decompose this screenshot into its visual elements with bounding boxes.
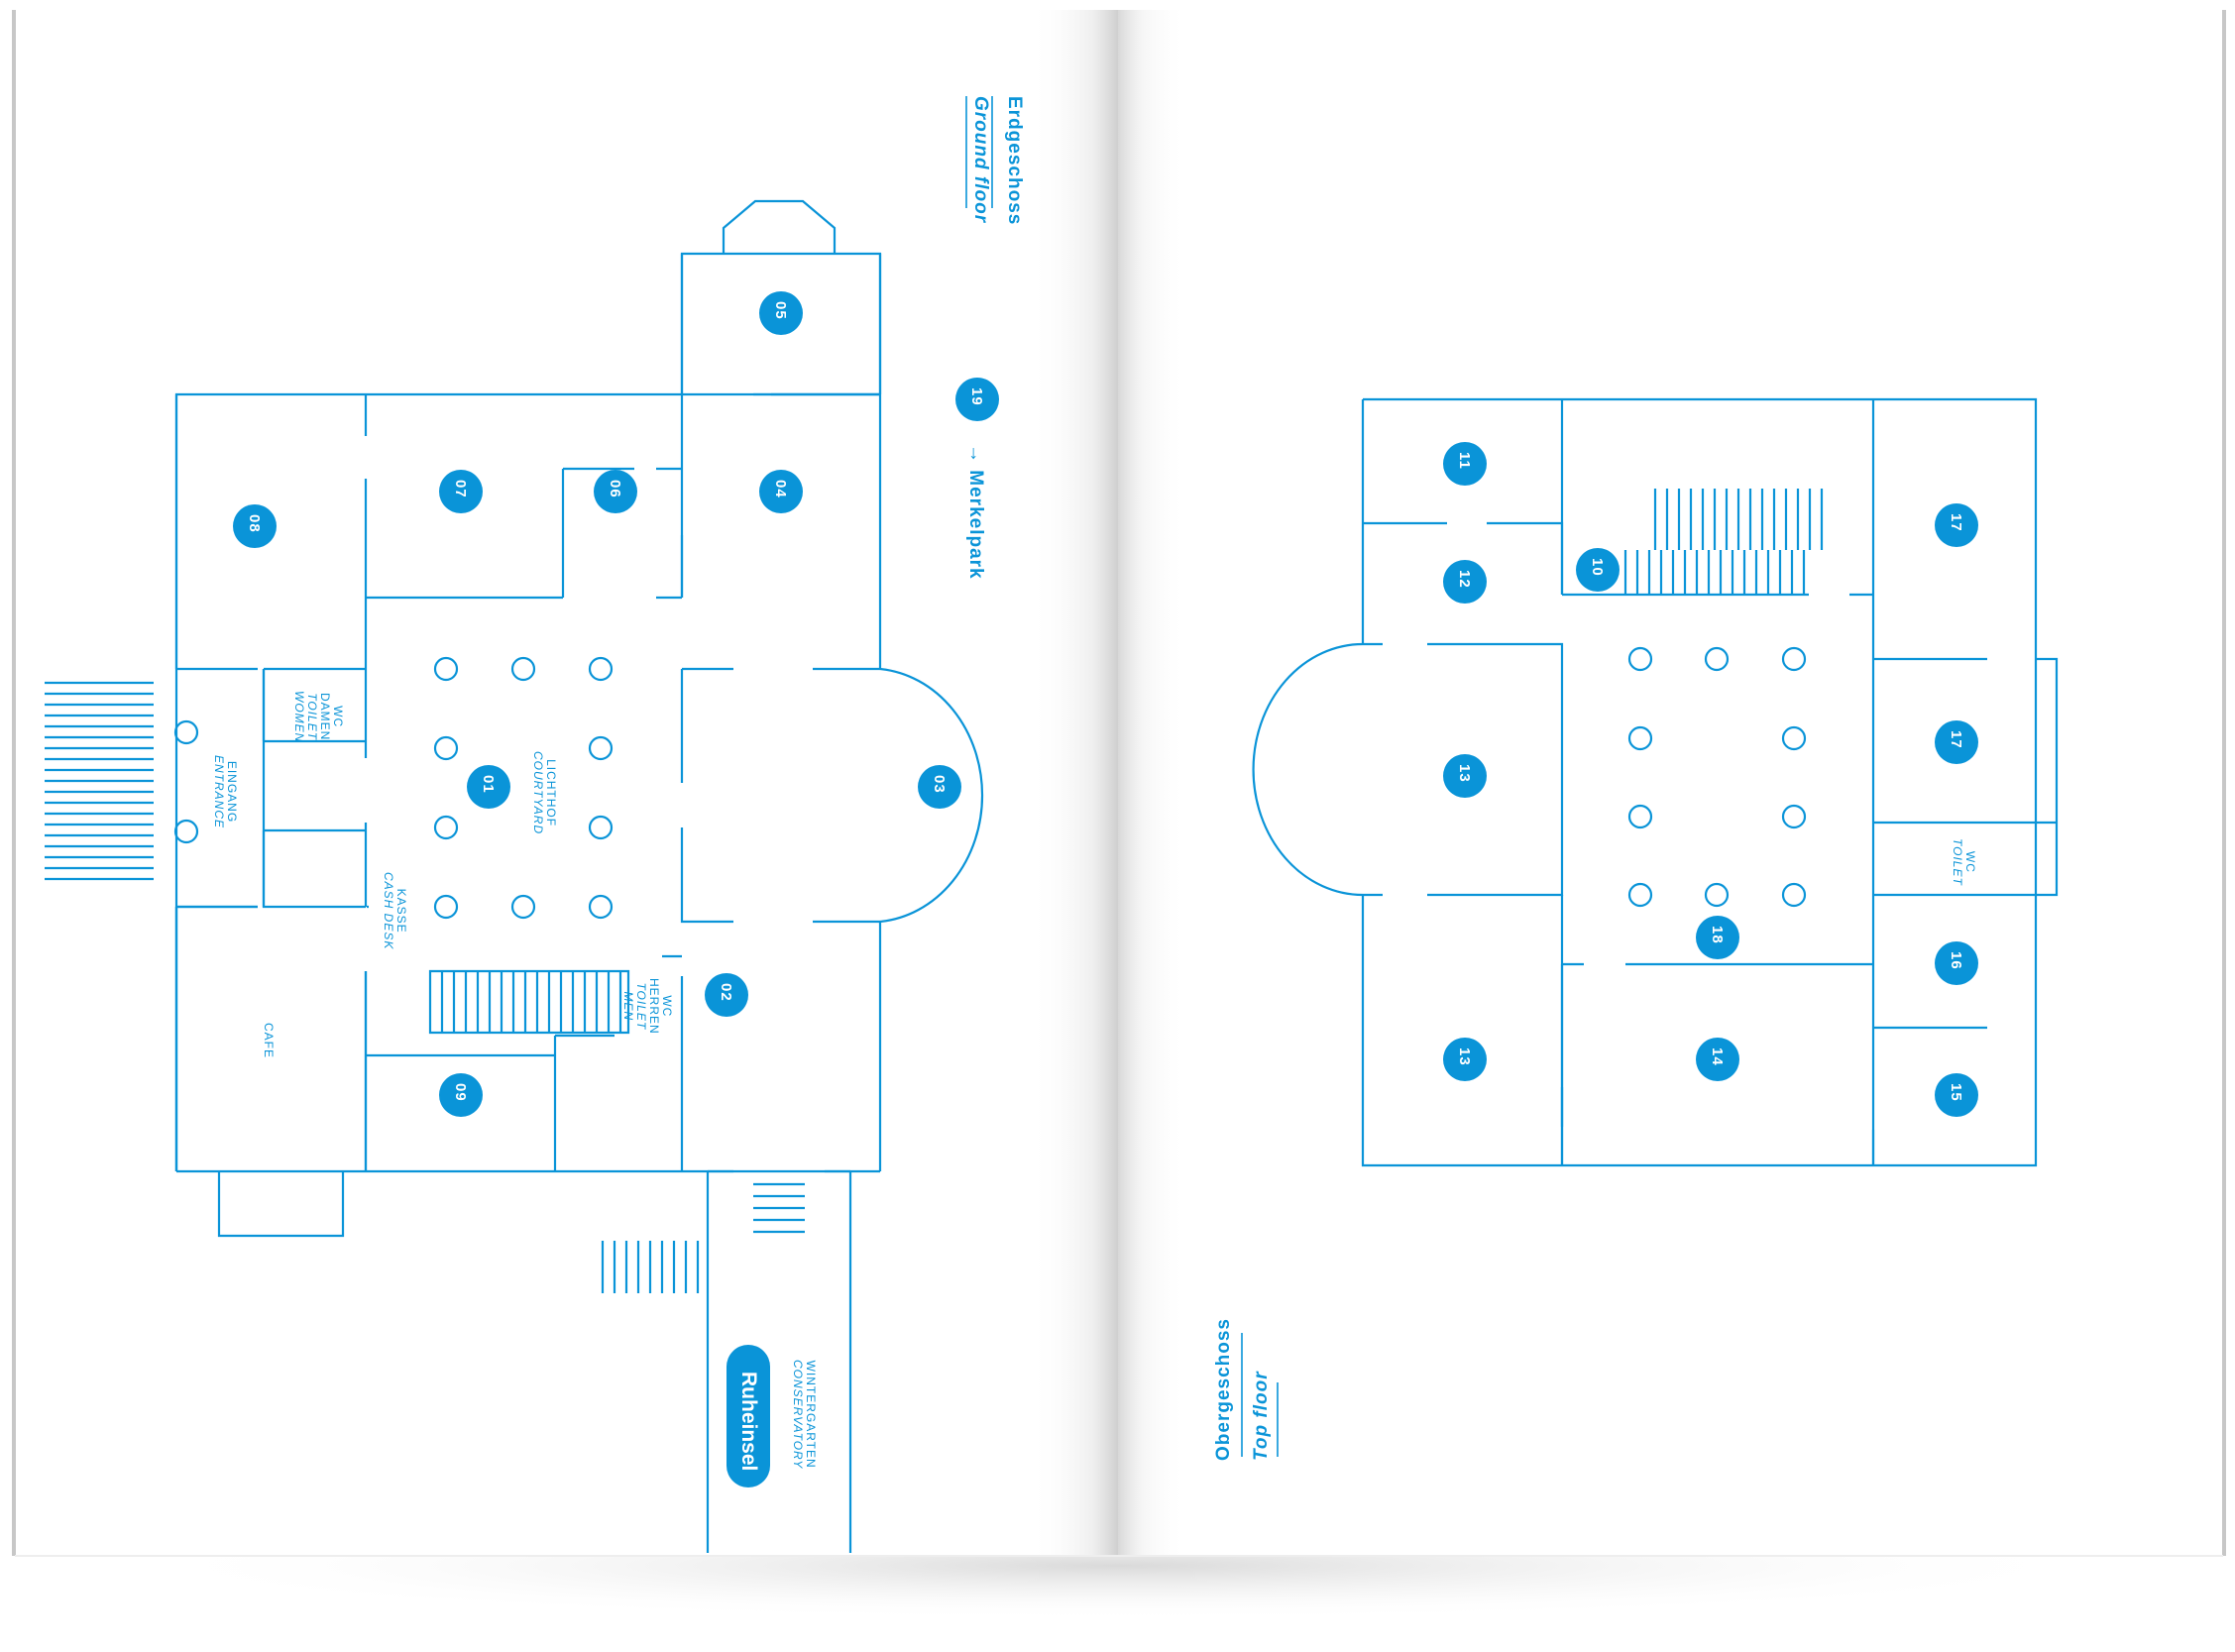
- room-marker-14: [1696, 1038, 1739, 1081]
- room-number: 15: [1948, 1083, 1964, 1102]
- room-number: 09: [452, 1083, 469, 1102]
- room-number: 08: [246, 514, 263, 533]
- entrance-label: EINGANG ENTRANCE: [212, 755, 239, 829]
- room-number: 04: [772, 480, 789, 498]
- entrance-stairs: [45, 681, 154, 881]
- conservatory-stairs: [601, 1182, 805, 1293]
- conservatory-line: CONSERVATORY: [791, 1360, 805, 1470]
- cash-desk-label: KASSE CASH DESK: [382, 872, 408, 950]
- room-number: 03: [931, 775, 948, 794]
- top-floor-title-de: Obergeschoss: [1213, 1318, 1234, 1461]
- courtyard-line: LICHTHOF: [544, 759, 558, 827]
- room-marker-17b: [1935, 720, 1978, 764]
- room-marker-18: [1696, 916, 1739, 959]
- conservatory-line: WINTERGARTEN: [804, 1360, 818, 1469]
- room-marker-09: [439, 1073, 483, 1117]
- top-wc-line: WC: [1963, 850, 1977, 873]
- room-number: 17: [1948, 730, 1964, 749]
- wc-women-line: TOILET: [305, 693, 319, 741]
- top-wc-line: TOILET: [1951, 838, 1964, 886]
- top-wc-label: WC TOILET: [1951, 838, 1977, 886]
- cash-desk-line: KASSE: [394, 888, 408, 934]
- conservatory-label: WINTERGARTEN CONSERVATORY: [791, 1360, 818, 1470]
- room-number: 18: [1709, 926, 1726, 944]
- ground-floor-title-de: Erdgeschoss: [1004, 96, 1025, 226]
- wc-men-line: MEN: [621, 991, 635, 1022]
- courtyard-label: LICHTHOF COURTYARD: [531, 751, 558, 835]
- room-marker-10: [1576, 548, 1620, 592]
- room-marker-11: [1443, 442, 1487, 486]
- room-number: 14: [1709, 1047, 1726, 1066]
- room-number: 13: [1456, 764, 1473, 783]
- room-number: 16: [1948, 951, 1964, 970]
- room-number: 13: [1456, 1047, 1473, 1066]
- room-marker-01: [467, 765, 510, 809]
- top-floor-title-en: Top floor: [1251, 1371, 1272, 1461]
- room-number: 11: [1456, 452, 1473, 470]
- room-marker-13a: [1443, 754, 1487, 798]
- room-marker-13b: [1443, 1038, 1487, 1081]
- wc-women-line: WOMEN: [292, 691, 306, 743]
- room-number: 02: [718, 983, 734, 1002]
- room-marker-17a: [1935, 503, 1978, 547]
- room-number: 17: [1948, 513, 1964, 532]
- room-marker-03: [918, 765, 961, 809]
- wc-men-line: WC: [660, 995, 674, 1018]
- merkelpark-marker: [955, 378, 999, 421]
- cash-desk-line: CASH DESK: [382, 872, 395, 950]
- room-number: 06: [607, 480, 623, 498]
- room-marker-12: [1443, 560, 1487, 604]
- ground-floor-title-en: Ground floor: [970, 96, 991, 224]
- room-number: 01: [480, 775, 497, 794]
- ground-stairs: [428, 969, 630, 1035]
- courtyard-line: COURTYARD: [531, 751, 545, 835]
- room-marker-08: [233, 504, 277, 548]
- room-marker-07: [439, 470, 483, 513]
- ruheinsel-badge: [726, 1345, 770, 1487]
- ruheinsel-label: Ruheinsel: [737, 1372, 760, 1472]
- wc-men-line: TOILET: [634, 982, 648, 1031]
- wc-women-line: WC: [331, 706, 345, 728]
- entrance-line: ENTRANCE: [212, 755, 226, 829]
- merkelpark-label: → Merkelpark: [965, 444, 986, 580]
- room-marker-04: [759, 470, 803, 513]
- room-marker-05: [759, 291, 803, 335]
- cafe-label: CAFE: [262, 1023, 276, 1059]
- ground-floor-plan: [45, 199, 984, 1553]
- wc-women-label: WC DAMEN TOILET WOMEN: [292, 691, 345, 743]
- entrance-line: EINGANG: [225, 760, 239, 824]
- room-number: 10: [1589, 558, 1606, 577]
- wc-men-label: WC HERREN TOILET MEN: [621, 978, 674, 1035]
- room-marker-16: [1935, 941, 1978, 985]
- room-number: 07: [452, 480, 469, 498]
- room-marker-02: [705, 973, 748, 1017]
- room-number: 05: [772, 301, 789, 320]
- top-stairs: [1623, 489, 1824, 595]
- room-marker-15: [1935, 1073, 1978, 1117]
- wc-women-line: DAMEN: [318, 692, 332, 741]
- wc-men-line: HERREN: [647, 978, 661, 1035]
- room-number: 12: [1456, 570, 1473, 589]
- room-marker-06: [594, 470, 637, 513]
- merkelpark-number: 19: [968, 387, 985, 406]
- top-floor-plan: [1252, 397, 2059, 1167]
